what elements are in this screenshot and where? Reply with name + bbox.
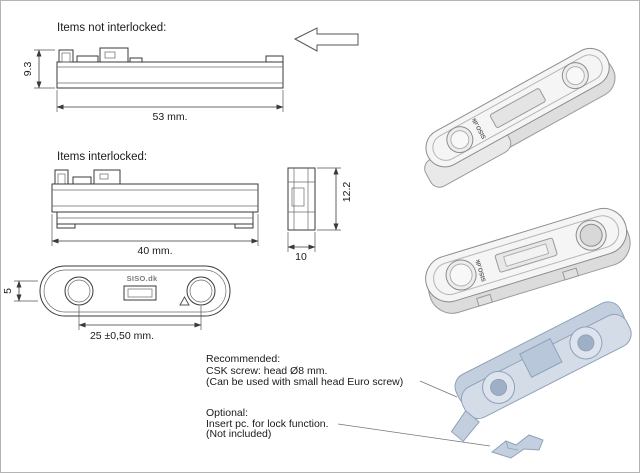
dimension-height-9-3: 9.3 xyxy=(22,49,55,89)
profile-view-interlocked xyxy=(51,169,259,229)
dimension-length-40: 40 mm. xyxy=(51,214,259,257)
note-recommended-title: Recommended: xyxy=(206,353,280,365)
note-recommended-line1: CSK screw: head Ø8 mm. xyxy=(206,365,327,377)
svg-text:12.2: 12.2 xyxy=(341,182,353,203)
note-optional-title: Optional: xyxy=(206,407,248,419)
dimension-width-10: 10 xyxy=(287,232,316,263)
render-part-3d-bottom: SISO.dk xyxy=(425,207,631,314)
end-view-interlocked xyxy=(287,167,316,231)
svg-text:53 mm.: 53 mm. xyxy=(152,111,187,123)
dimension-length-53: 53 mm. xyxy=(56,90,284,123)
note-optional-line1: Insert pc. for lock function. xyxy=(206,418,329,430)
leader-line-optional xyxy=(337,423,491,447)
dimension-height-12-2: 12.2 xyxy=(317,167,353,231)
logo-text: SISO.dk xyxy=(127,274,158,283)
render-insert-piece-3d xyxy=(490,434,544,459)
top-view: SISO.dk xyxy=(39,265,231,317)
note-recommended: Recommended: CSK screw: head Ø8 mm. (Can… xyxy=(206,353,403,388)
svg-text:5: 5 xyxy=(2,288,14,294)
dimension-depth-5: 5 xyxy=(2,280,38,302)
datum-triangle-icon xyxy=(179,295,190,306)
svg-text:9.3: 9.3 xyxy=(22,62,34,77)
note-optional-line2: (Not included) xyxy=(206,428,271,440)
dimension-hole-spacing-25: 25 ±0,50 mm. xyxy=(78,306,202,342)
render-bracket-3d xyxy=(450,301,632,443)
leader-line-recommended xyxy=(419,380,458,398)
note-optional: Optional: Insert pc. for lock function. … xyxy=(206,407,329,440)
svg-text:10: 10 xyxy=(295,251,307,263)
svg-text:40 mm.: 40 mm. xyxy=(137,245,172,257)
section-title-not-interlocked: Items not interlocked: xyxy=(57,22,166,34)
profile-view-not-interlocked xyxy=(56,47,284,89)
svg-text:25 ±0,50 mm.: 25 ±0,50 mm. xyxy=(90,330,154,342)
render-part-3d-top: SISO.dk xyxy=(424,47,616,188)
section-title-interlocked: Items interlocked: xyxy=(57,151,147,163)
direction-arrow-icon xyxy=(293,27,359,52)
note-recommended-line2: (Can be used with small head Euro screw) xyxy=(206,376,403,388)
